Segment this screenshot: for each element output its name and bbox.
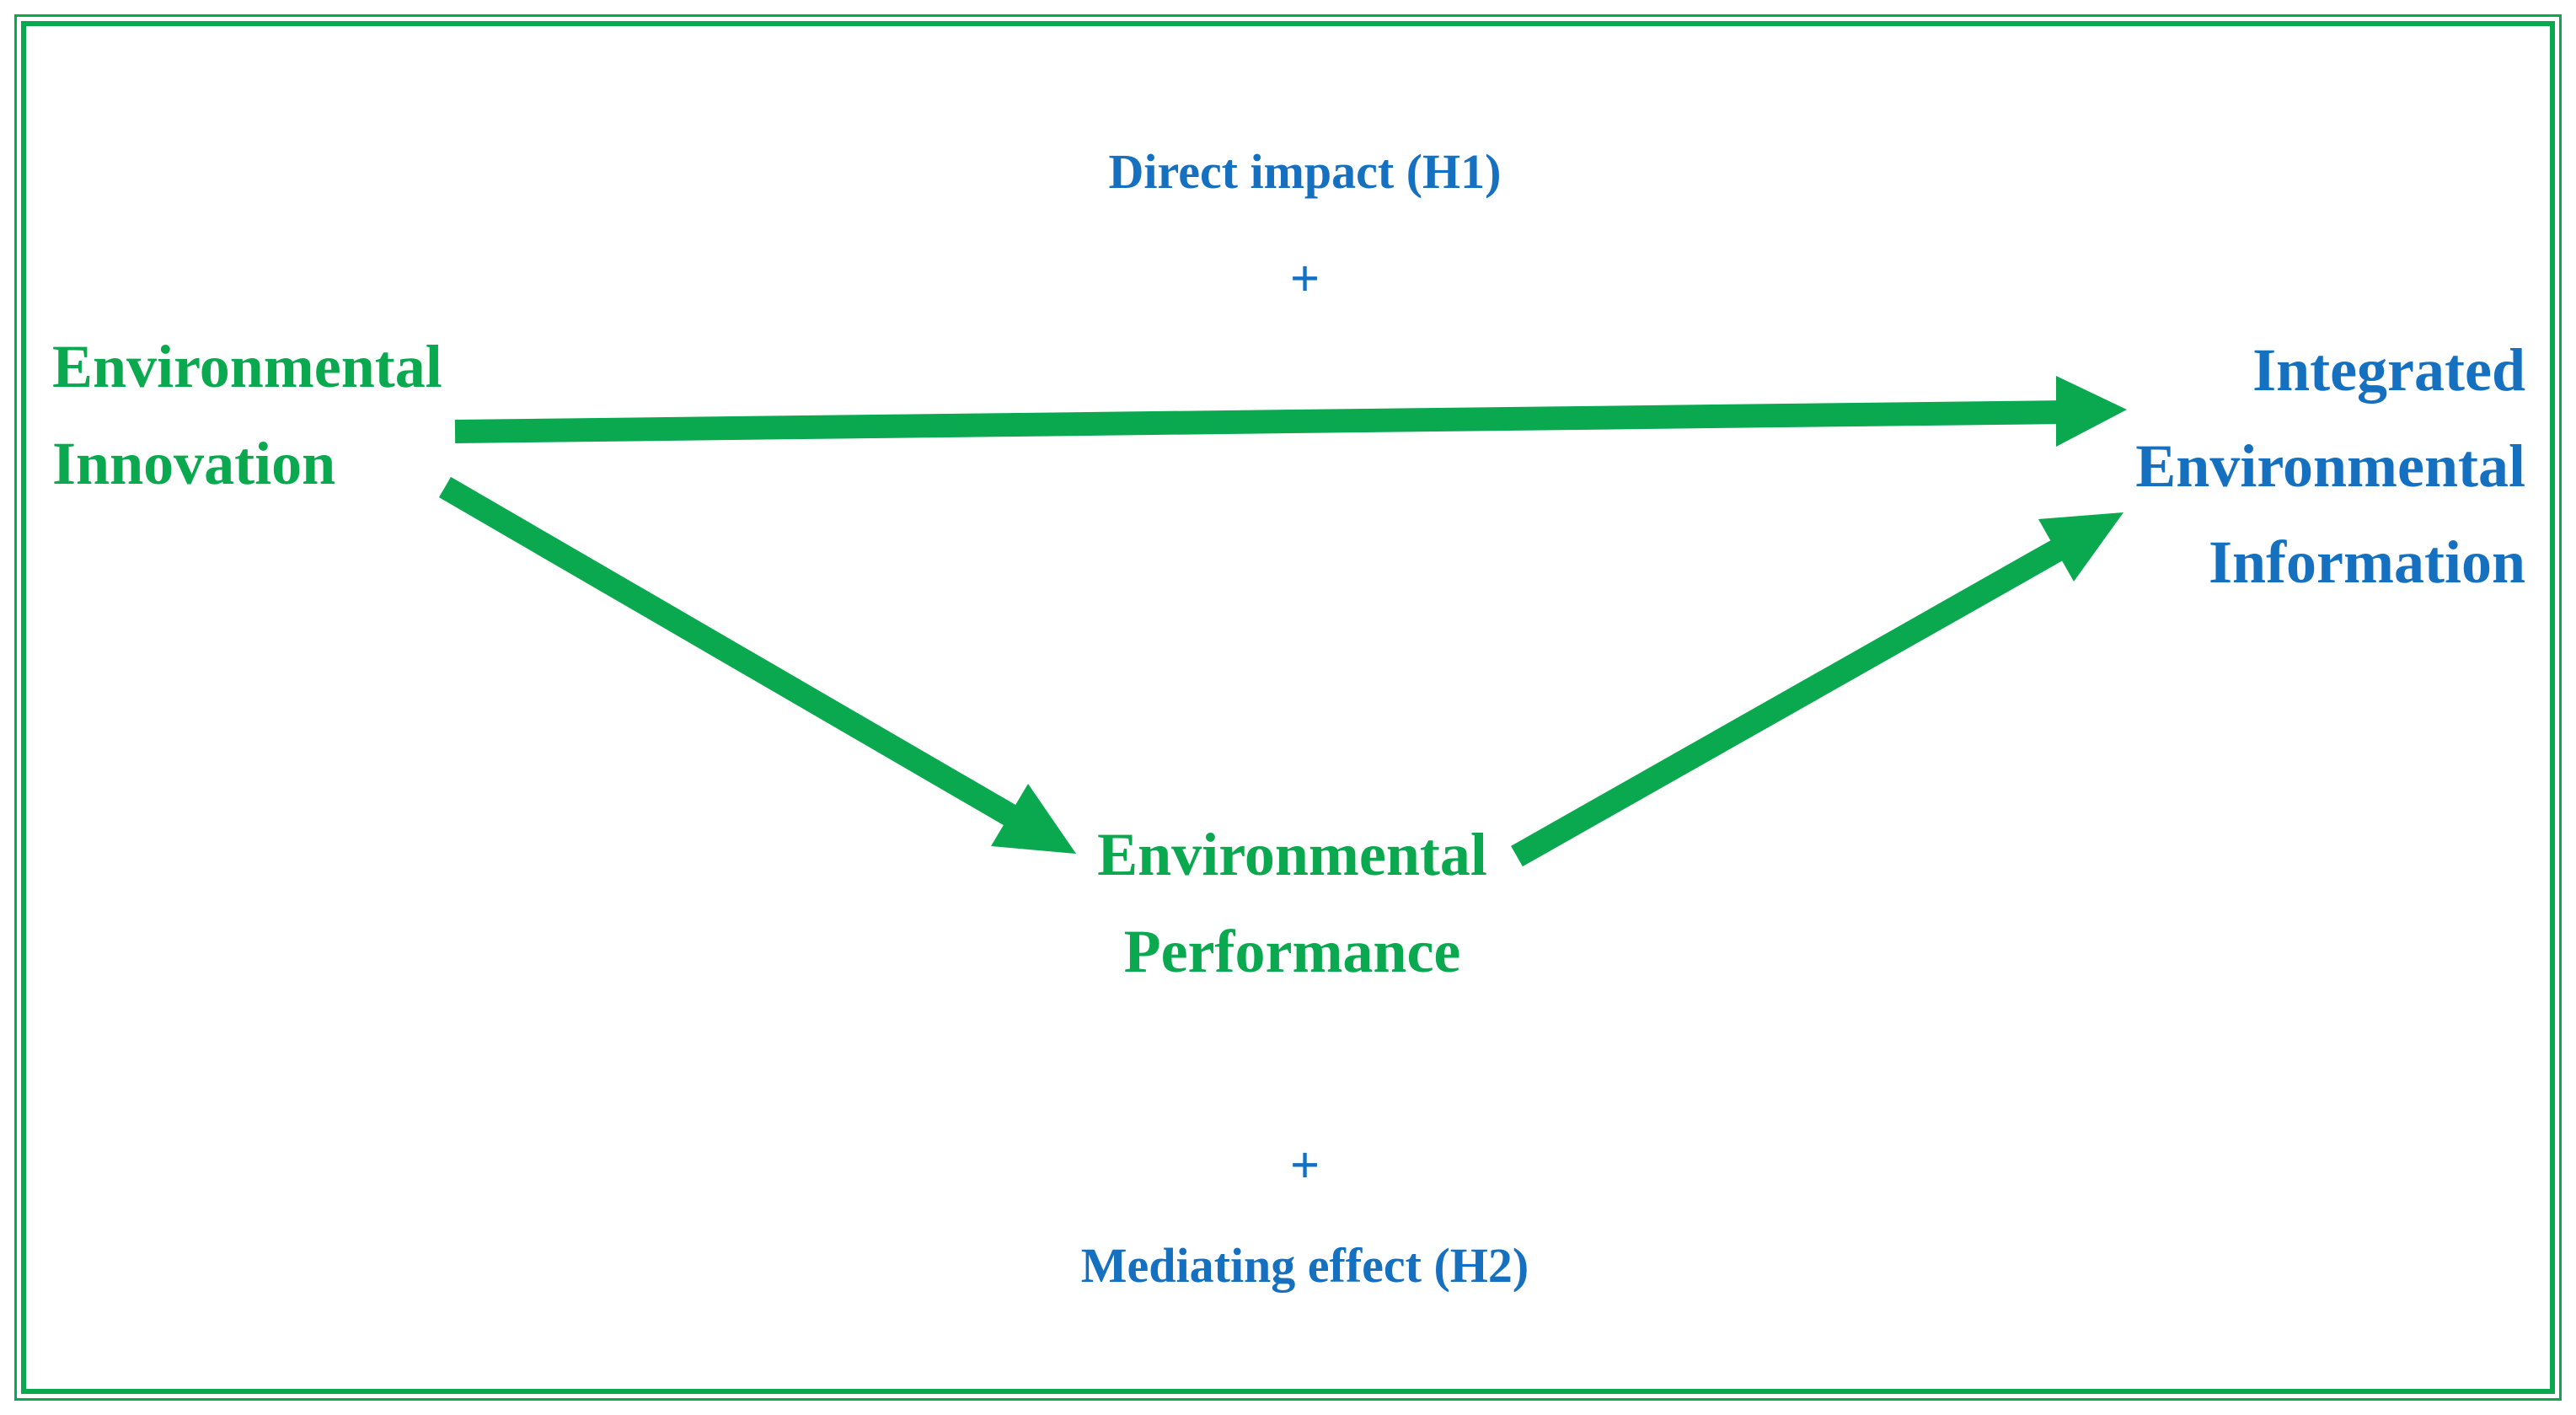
- node-line: Performance: [1123, 918, 1461, 985]
- mediating-effect-plus-sign: +: [1289, 1137, 1320, 1194]
- node-line: Environmental: [1097, 821, 1487, 888]
- node-line: Environmental: [2135, 432, 2525, 500]
- node-environmental-performance: Environmental Performance: [8, 807, 2576, 1000]
- node-line: Environmental: [52, 333, 442, 400]
- node-environmental-innovation: Environmental Innovation: [52, 319, 442, 512]
- direct-impact-arrow: [454, 376, 2127, 447]
- direct-impact-label: Direct impact (H1): [1108, 144, 1502, 199]
- direct-impact-plus-sign: +: [1289, 250, 1320, 308]
- innovation-to-performance-arrow: [438, 476, 1076, 854]
- node-line: Information: [2209, 528, 2525, 596]
- node-line: Integrated: [2252, 336, 2525, 404]
- performance-to-information-arrow: [1511, 512, 2123, 867]
- node-line: Innovation: [52, 430, 336, 497]
- node-integrated-environmental-information: Integrated Environmental Information: [2135, 322, 2525, 610]
- mediating-effect-label: Mediating effect (H2): [1080, 1238, 1529, 1293]
